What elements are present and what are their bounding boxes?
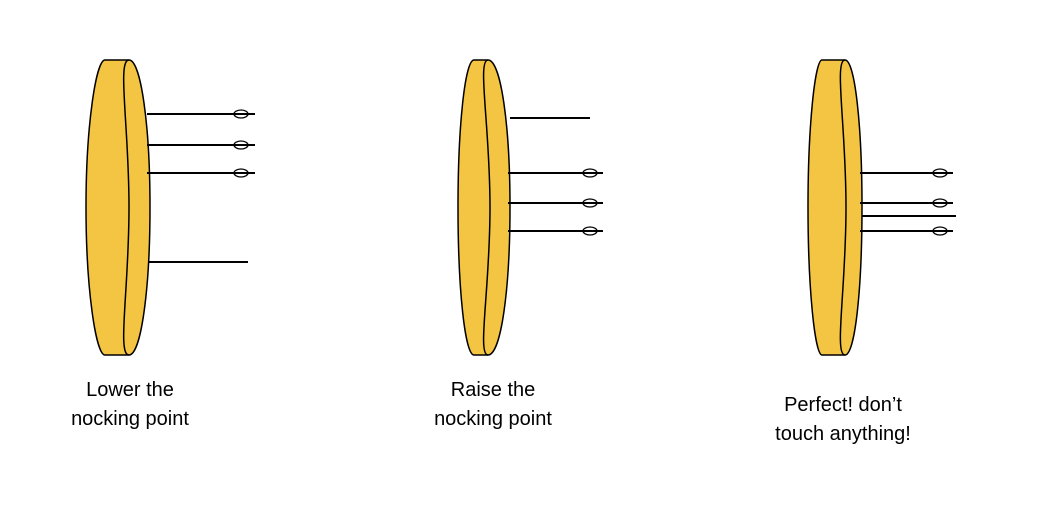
target-disc-edge	[122, 59, 130, 356]
panel-perfect	[807, 59, 956, 356]
arrow	[147, 109, 255, 119]
caption-line: Perfect! don’t	[784, 394, 902, 416]
caption-line: Raise the	[450, 379, 536, 401]
caption-line: touch anything!	[775, 423, 911, 445]
arrow	[147, 140, 255, 150]
target-disc-edge	[839, 59, 847, 356]
arrow	[147, 168, 255, 178]
caption-line: nocking point	[434, 408, 552, 430]
caption-lower: Lower the nocking point	[40, 376, 220, 434]
target-disc	[457, 59, 511, 356]
target-disc	[85, 59, 151, 356]
arrow	[860, 168, 953, 178]
target-disc-edge	[482, 59, 491, 356]
panel-lower	[85, 59, 255, 356]
caption-perfect: Perfect! don’t touch anything!	[753, 391, 933, 449]
caption-line: Lower the	[86, 379, 174, 401]
caption-line: nocking point	[71, 408, 189, 430]
caption-raise: Raise the nocking point	[403, 376, 583, 434]
arrow	[860, 198, 953, 208]
panel-raise	[457, 59, 603, 356]
arrow	[860, 226, 953, 236]
arrow	[508, 168, 603, 178]
arrow	[508, 198, 603, 208]
target-disc	[807, 59, 863, 356]
arrow	[508, 226, 603, 236]
